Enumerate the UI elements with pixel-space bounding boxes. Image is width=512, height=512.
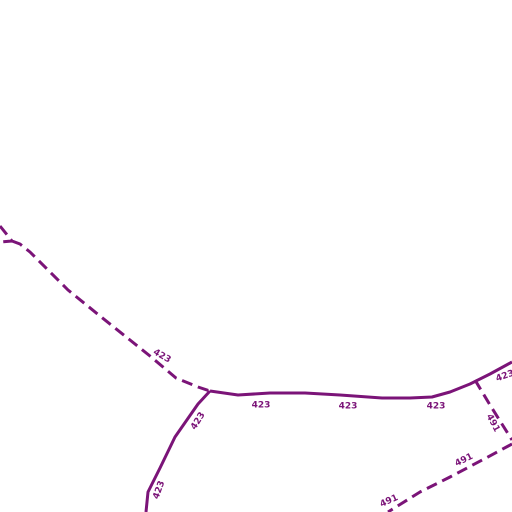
route-491-dashed-segment[interactable] [387,379,512,512]
route-label: 423 [427,402,446,412]
route-label: 491 [484,413,502,434]
route-423-solid-segment[interactable] [209,360,512,400]
route-423-dashed-segment[interactable] [0,225,211,393]
route-label: 491 [379,493,400,510]
route-label: 491 [454,452,475,469]
route-423-south-branch[interactable] [144,389,212,512]
route-label: 423 [495,369,512,385]
route-label: 423 [151,347,172,365]
route-label: 423 [252,401,271,411]
route-label: 423 [339,402,358,412]
route-labels: 423 423 423 423 423 423 423 491 491 491 [151,347,512,509]
